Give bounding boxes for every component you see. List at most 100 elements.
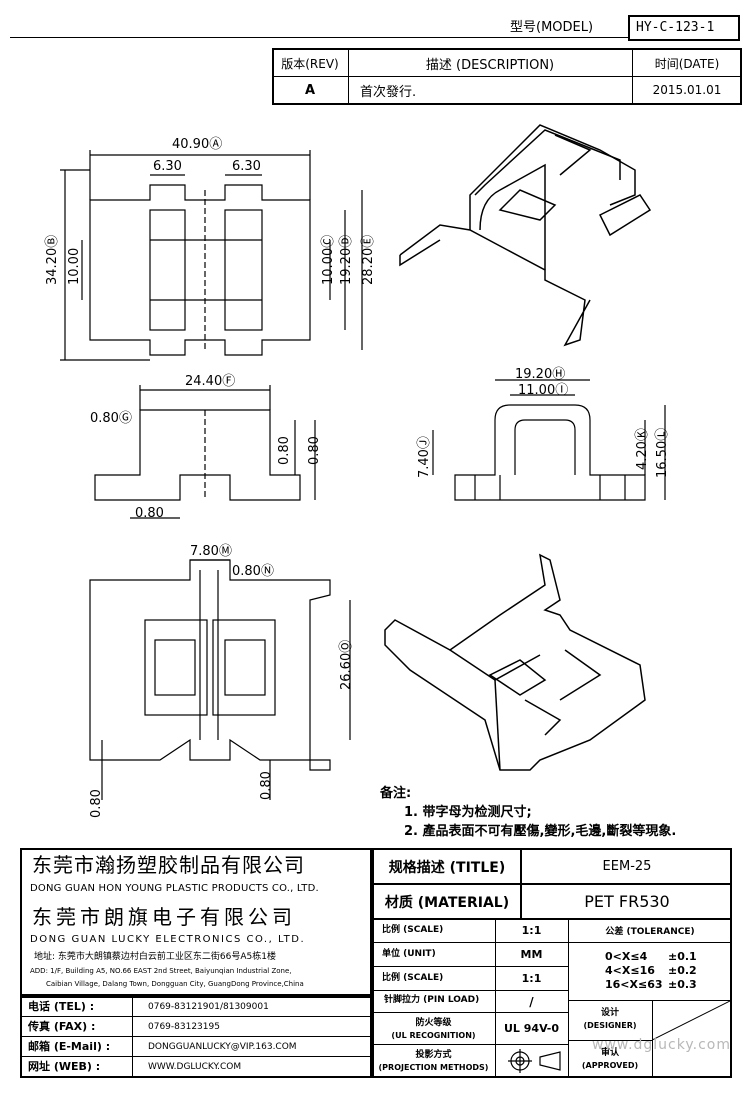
- email-label: 邮箱 (E-Mail) :: [28, 1040, 111, 1053]
- dim-label: 34.20Ⓑ: [45, 234, 60, 285]
- tol3-range: 16<X≤63: [605, 978, 663, 991]
- desc-header: 描述 (DESCRIPTION): [425, 57, 555, 73]
- company-name-en-2: DONG GUAN LUCKY ELECTRONICS CO., LTD.: [30, 934, 306, 945]
- notes-title: 备注:: [380, 786, 412, 801]
- company-box: [20, 848, 372, 996]
- company-name-en-1: DONG GUAN HON YOUNG PLASTIC PRODUCTS CO.…: [30, 883, 319, 894]
- dim-label: 40.90Ⓐ: [172, 137, 223, 152]
- model-box: [628, 15, 740, 41]
- date-value: 2015.01.01: [652, 83, 722, 97]
- title-label: 规格描述 (TITLE): [388, 859, 506, 876]
- tolerance-header: 公差 (TOLERANCE): [605, 927, 695, 937]
- dim-label: 19.20Ⓗ: [515, 367, 566, 382]
- rev-col-divider2: [632, 48, 633, 105]
- approved-label2: (APPROVED): [581, 1060, 639, 1070]
- spec-box: [372, 848, 732, 1078]
- dim-label: 0.80: [135, 506, 164, 521]
- dim-label: 0.80: [259, 771, 274, 800]
- dim-label: 10.00Ⓒ: [321, 234, 336, 285]
- material-value: PET FR530: [584, 892, 670, 911]
- technical-drawing: [60, 124, 666, 800]
- grid-col: [495, 918, 496, 1078]
- title-value: EEM-25: [602, 859, 652, 874]
- notes-line1: 1. 带字母为检测尺寸;: [404, 805, 532, 820]
- company-name-cn-1: 东莞市瀚扬塑胶制品有限公司: [32, 853, 305, 877]
- company-name-cn-2: 东莞市朗旗电子有限公司: [32, 905, 296, 929]
- approved-label1: 审认: [600, 1047, 619, 1058]
- bottom-view: [89, 559, 351, 800]
- ul-value: UL 94V-0: [503, 1022, 559, 1035]
- grid-row: [372, 1012, 568, 1013]
- dim-label: 4.20Ⓚ: [635, 428, 650, 470]
- proj-label1: 投影方式: [415, 1049, 452, 1060]
- dim-label: 26.60Ⓞ: [339, 639, 354, 690]
- unit-label: 单位 (UNIT): [382, 949, 436, 959]
- dim-label: 24.40Ⓕ: [185, 374, 236, 389]
- dim-label: 28.20Ⓔ: [361, 234, 376, 285]
- contact-divider: [20, 1056, 372, 1057]
- rev-value: A: [304, 82, 316, 98]
- spec-divider: [372, 883, 732, 885]
- rev-col-divider1: [348, 48, 349, 105]
- fax-label: 传真 (FAX) :: [28, 1020, 96, 1033]
- tol2-range: 4<X≤16: [605, 964, 655, 977]
- grid-row: [372, 942, 732, 943]
- date-header: 时间(DATE): [654, 56, 720, 71]
- scale-label: 比例 (SCALE): [382, 925, 444, 935]
- title-underline: [10, 37, 628, 38]
- desc-value: 首次發行.: [360, 84, 417, 100]
- side-view: [432, 379, 666, 501]
- tol2-value: ±0.2: [668, 964, 697, 977]
- dim-label: 0.80: [277, 436, 292, 465]
- contact-col-divider: [132, 996, 133, 1078]
- dim-label: 0.80: [89, 789, 104, 818]
- dim-label: 7.80Ⓜ: [190, 544, 232, 559]
- grid-col: [652, 1000, 653, 1078]
- scale2-label: 比例 (SCALE): [382, 973, 444, 983]
- ul-label1: 防火等级: [415, 1017, 452, 1028]
- model-value: HY-C-123-1: [636, 20, 715, 35]
- tel-value: 0769-83121901/81309001: [148, 1002, 269, 1012]
- dim-label: 0.80Ⓖ: [90, 411, 132, 426]
- dim-label: 0.80Ⓝ: [232, 564, 274, 579]
- dim-label: 6.30: [153, 159, 182, 174]
- spec-divider: [372, 918, 732, 920]
- fax-value: 0769-83123195: [148, 1022, 220, 1032]
- contact-box: [20, 996, 372, 1078]
- rev-row-divider: [272, 76, 742, 77]
- address-en-2: Caibian Village, Dalang Town, Dongguan C…: [46, 980, 304, 988]
- web-label: 网址 (WEB) :: [28, 1060, 101, 1073]
- notes-line2: 2. 產品表面不可有壓傷,變形,毛邊,斷裂等現象.: [404, 824, 677, 839]
- proj-label2: (PROJECTION METHODS): [378, 1062, 489, 1072]
- dim-label: 11.00Ⓘ: [518, 383, 569, 398]
- tol1-value: ±0.1: [668, 950, 697, 963]
- dim-label: 6.30: [232, 159, 261, 174]
- grid-row: [568, 1000, 732, 1001]
- top-view: [60, 150, 363, 361]
- designer-label2: (DESIGNER): [583, 1020, 637, 1030]
- watermark: www.dglucky.com: [592, 1037, 731, 1053]
- pin-value: /: [529, 994, 534, 1009]
- projection-symbol-icon: [508, 1049, 561, 1073]
- rev-header: 版本(REV): [281, 56, 339, 71]
- tol3-value: ±0.3: [668, 978, 697, 991]
- web-value: WWW.DGLUCKY.COM: [148, 1062, 242, 1072]
- designer-label1: 设计: [600, 1007, 619, 1018]
- address-cn: 地址: 东莞市大朗镇蔡边村白云前工业区东二街66号A5栋1楼: [34, 952, 276, 962]
- grid-row: [372, 990, 568, 991]
- email-value: DONGGUANLUCKY@VIP.163.COM: [148, 1042, 297, 1052]
- grid-row: [568, 1040, 652, 1041]
- iso-view-top: [399, 124, 652, 347]
- scale2-value: 1:1: [521, 972, 542, 985]
- iso-view-bottom: [384, 553, 646, 771]
- unit-value: MM: [520, 948, 543, 961]
- material-label: 材质 (MATERIAL): [384, 894, 510, 911]
- designer-slash: [652, 1000, 732, 1041]
- grid-col: [568, 918, 569, 1078]
- contact-divider: [20, 1036, 372, 1037]
- grid-row: [372, 966, 568, 967]
- contact-divider: [20, 1016, 372, 1017]
- address-en-1: ADD: 1/F, Building A5, NO.66 EAST 2nd St…: [30, 967, 292, 975]
- pin-label: 针脚拉力 (PIN LOAD): [384, 995, 480, 1005]
- scale-value: 1:1: [521, 924, 542, 937]
